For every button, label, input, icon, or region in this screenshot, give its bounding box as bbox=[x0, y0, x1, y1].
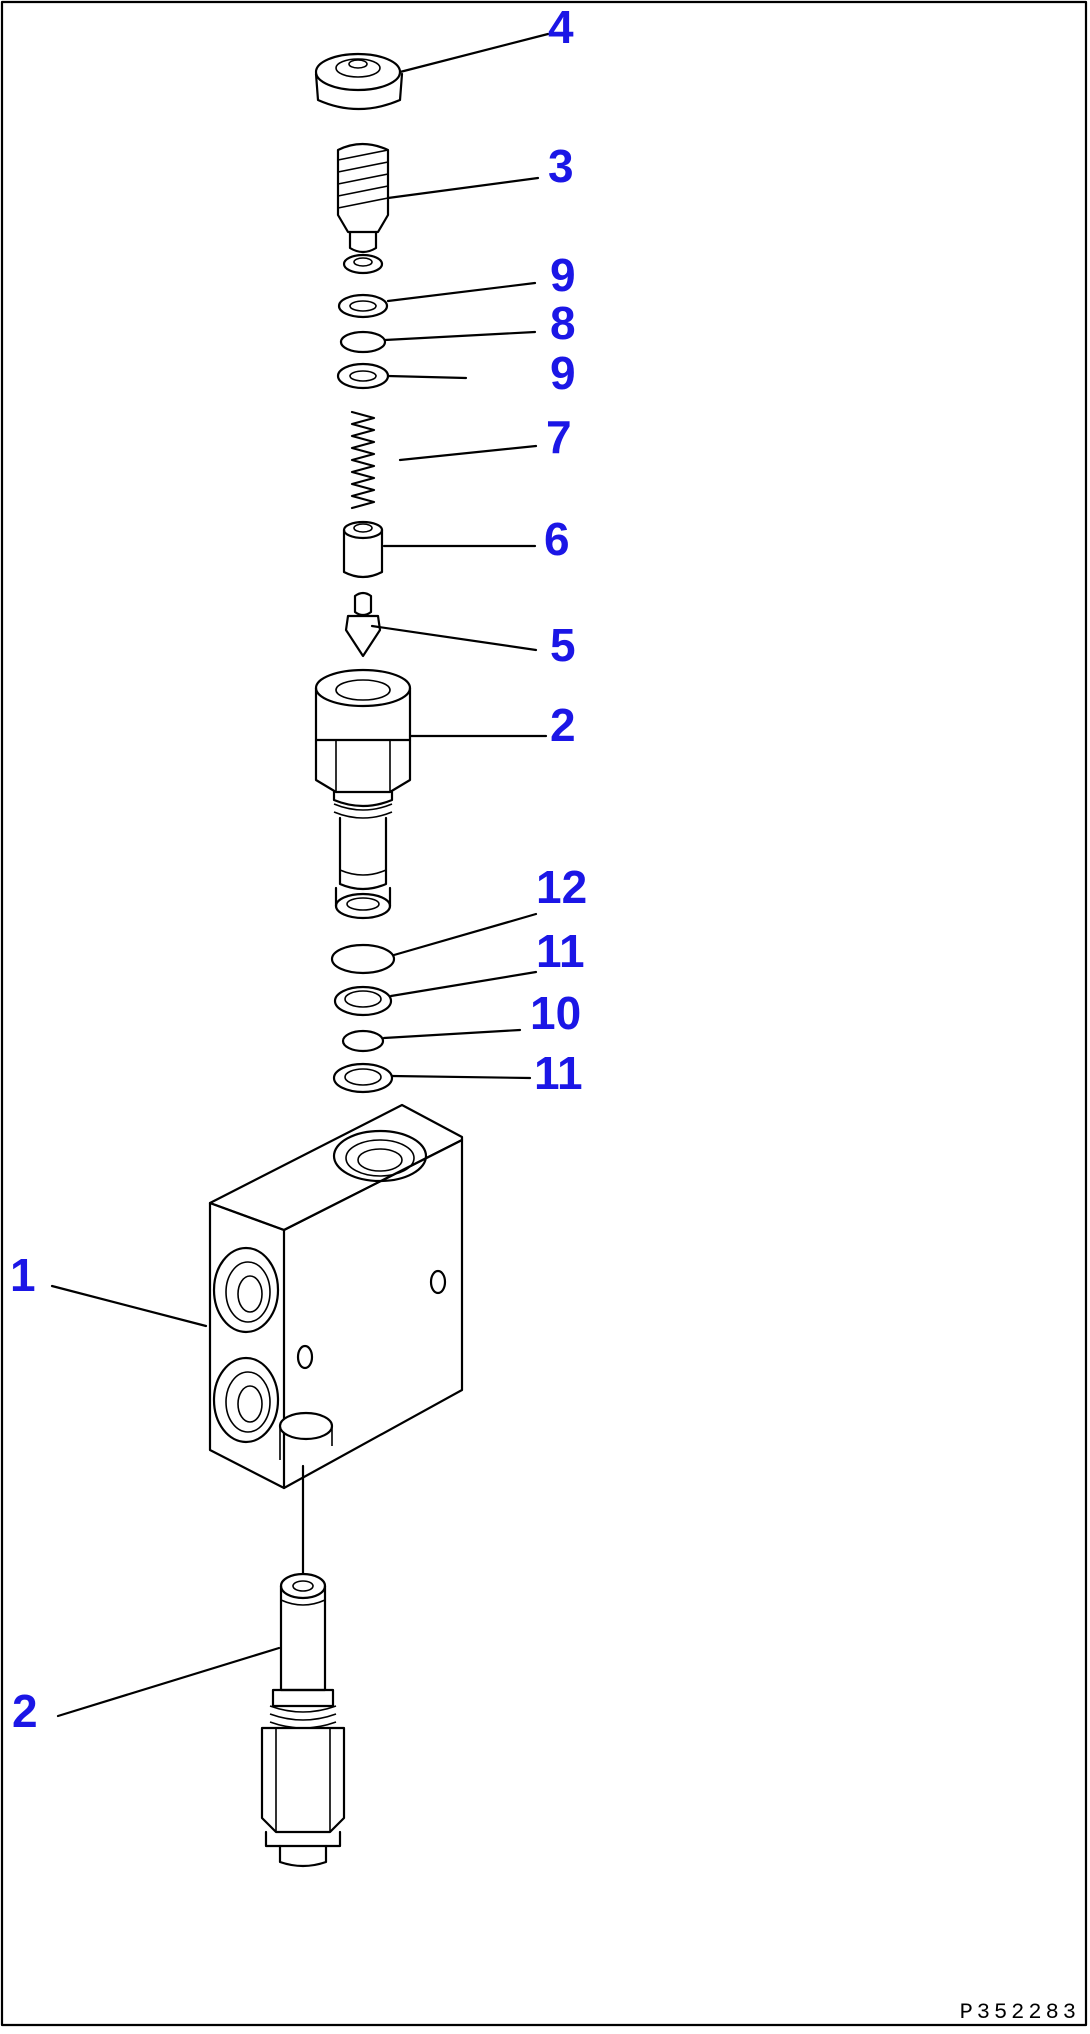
part-2-valve-upper bbox=[314, 668, 412, 920]
leader-2b bbox=[56, 1646, 281, 1718]
part-12-ring bbox=[330, 943, 396, 975]
part-4-cap bbox=[314, 52, 404, 111]
callout-2-upper: 2 bbox=[550, 699, 576, 751]
leader-3 bbox=[386, 176, 540, 200]
callout-4: 4 bbox=[548, 1, 574, 53]
callout-10: 10 bbox=[530, 987, 582, 1039]
leader-8 bbox=[383, 330, 537, 342]
leader-5 bbox=[370, 624, 538, 652]
leader-11b bbox=[390, 1074, 532, 1080]
leader-lines bbox=[50, 32, 550, 1718]
leader-11a bbox=[389, 970, 538, 998]
callout-9-lower: 9 bbox=[550, 347, 576, 399]
leader-1 bbox=[50, 1284, 208, 1328]
part-8-ring bbox=[339, 330, 387, 354]
callout-2-lower: 2 bbox=[12, 1685, 38, 1737]
callout-1: 1 bbox=[10, 1249, 36, 1301]
part-11-ring-lower bbox=[332, 1062, 394, 1094]
callout-11-lower: 11 bbox=[534, 1047, 583, 1099]
part-3-screw bbox=[336, 142, 390, 275]
part-6-seat bbox=[342, 520, 384, 579]
part-2-valve-lower bbox=[260, 1572, 346, 1868]
part-9-ring-lower bbox=[336, 362, 390, 390]
callout-9-upper: 9 bbox=[550, 249, 576, 301]
leader-12 bbox=[392, 912, 538, 957]
leader-9b bbox=[386, 374, 468, 380]
callout-7: 7 bbox=[546, 411, 572, 463]
part-10-ring bbox=[341, 1029, 385, 1053]
leader-9a bbox=[386, 281, 537, 303]
callout-6: 6 bbox=[544, 513, 570, 565]
callout-8: 8 bbox=[550, 297, 576, 349]
part-7-spring bbox=[350, 410, 376, 510]
leader-4 bbox=[398, 32, 550, 74]
part-5-poppet bbox=[344, 591, 382, 658]
callout-3: 3 bbox=[548, 140, 574, 192]
figure-code: P352283 bbox=[959, 2000, 1080, 2025]
part-11-ring-upper bbox=[333, 985, 393, 1017]
leader-7 bbox=[398, 444, 538, 462]
callout-5: 5 bbox=[550, 619, 576, 671]
leader-10 bbox=[382, 1028, 522, 1040]
part-9-ring-upper bbox=[337, 293, 389, 319]
callout-12: 12 bbox=[536, 861, 588, 913]
callout-11-upper: 11 bbox=[536, 925, 585, 977]
part-1-block bbox=[208, 1103, 464, 1490]
